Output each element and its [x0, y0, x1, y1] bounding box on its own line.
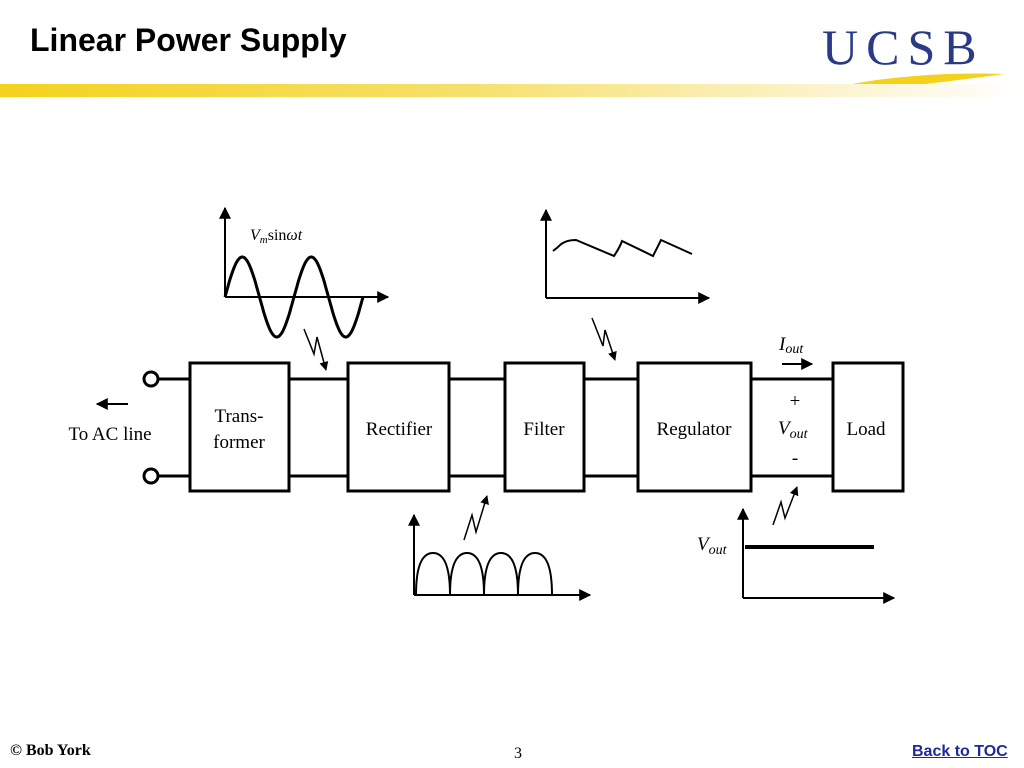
- transformer-label-line1: Trans-: [215, 406, 264, 427]
- rectifier-block: [346, 361, 451, 493]
- terminal-bottom: [142, 467, 160, 485]
- load-label: Load: [846, 419, 886, 440]
- terminal-top: [142, 370, 160, 388]
- regulator-output-plot-label: Vout: [697, 534, 728, 558]
- rectifier-output-plot: [408, 513, 592, 601]
- probe-rectifier: [463, 495, 489, 541]
- input-waveform-label: Vmsinωt: [250, 227, 303, 246]
- page-number: 3: [514, 745, 522, 762]
- probe-pointers: [303, 317, 799, 541]
- filter-output-plot: [540, 208, 711, 304]
- regulator-output-plot: [737, 507, 896, 604]
- footer-copyright: © Bob York: [10, 742, 91, 759]
- probe-input: [303, 328, 329, 371]
- output-voltage-label: Vout: [778, 418, 809, 442]
- transformer-block: [188, 361, 291, 493]
- output-current-label: Iout: [778, 334, 804, 357]
- input-waveform-plot: [219, 206, 390, 339]
- regulator-block: [636, 361, 753, 493]
- ac-line-label: To AC line: [68, 424, 151, 445]
- wires: [159, 377, 833, 478]
- ucsb-logo: UCSB: [822, 19, 985, 75]
- back-to-toc-link[interactable]: Back to TOC: [912, 743, 1008, 760]
- regulator-label: Regulator: [657, 419, 733, 440]
- slide-title: Linear Power Supply: [30, 22, 347, 58]
- transformer-label-line2: former: [213, 432, 265, 453]
- load-block: [831, 361, 905, 493]
- output-minus-sign: -: [792, 448, 798, 469]
- filter-block: [503, 361, 586, 493]
- probe-regulator: [772, 486, 799, 526]
- title-divider: [0, 84, 1024, 97]
- rectifier-label: Rectifier: [366, 419, 433, 440]
- output-plus-sign: +: [790, 391, 801, 412]
- filter-label: Filter: [523, 419, 565, 440]
- probe-filter: [591, 317, 617, 361]
